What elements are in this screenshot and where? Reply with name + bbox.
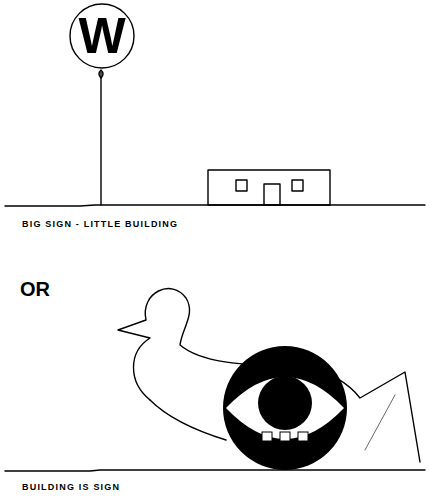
- caption-label: BUILDING IS SIGN: [22, 482, 120, 492]
- eye-logo: [223, 346, 347, 470]
- little-building: [208, 170, 330, 205]
- sign-circle: W: [69, 3, 135, 69]
- window: [292, 180, 303, 191]
- pole-joint: [99, 70, 103, 78]
- signature-mark: [365, 395, 395, 450]
- caption-label: BIG SIGN - LITTLE BUILDING: [22, 219, 178, 229]
- duck-breast: [150, 400, 226, 440]
- or-label: OR: [20, 278, 50, 301]
- door: [264, 184, 280, 205]
- window: [236, 180, 247, 191]
- sign-pole: [100, 72, 101, 205]
- sign-letter: W: [78, 11, 125, 61]
- ground-line: [5, 470, 425, 471]
